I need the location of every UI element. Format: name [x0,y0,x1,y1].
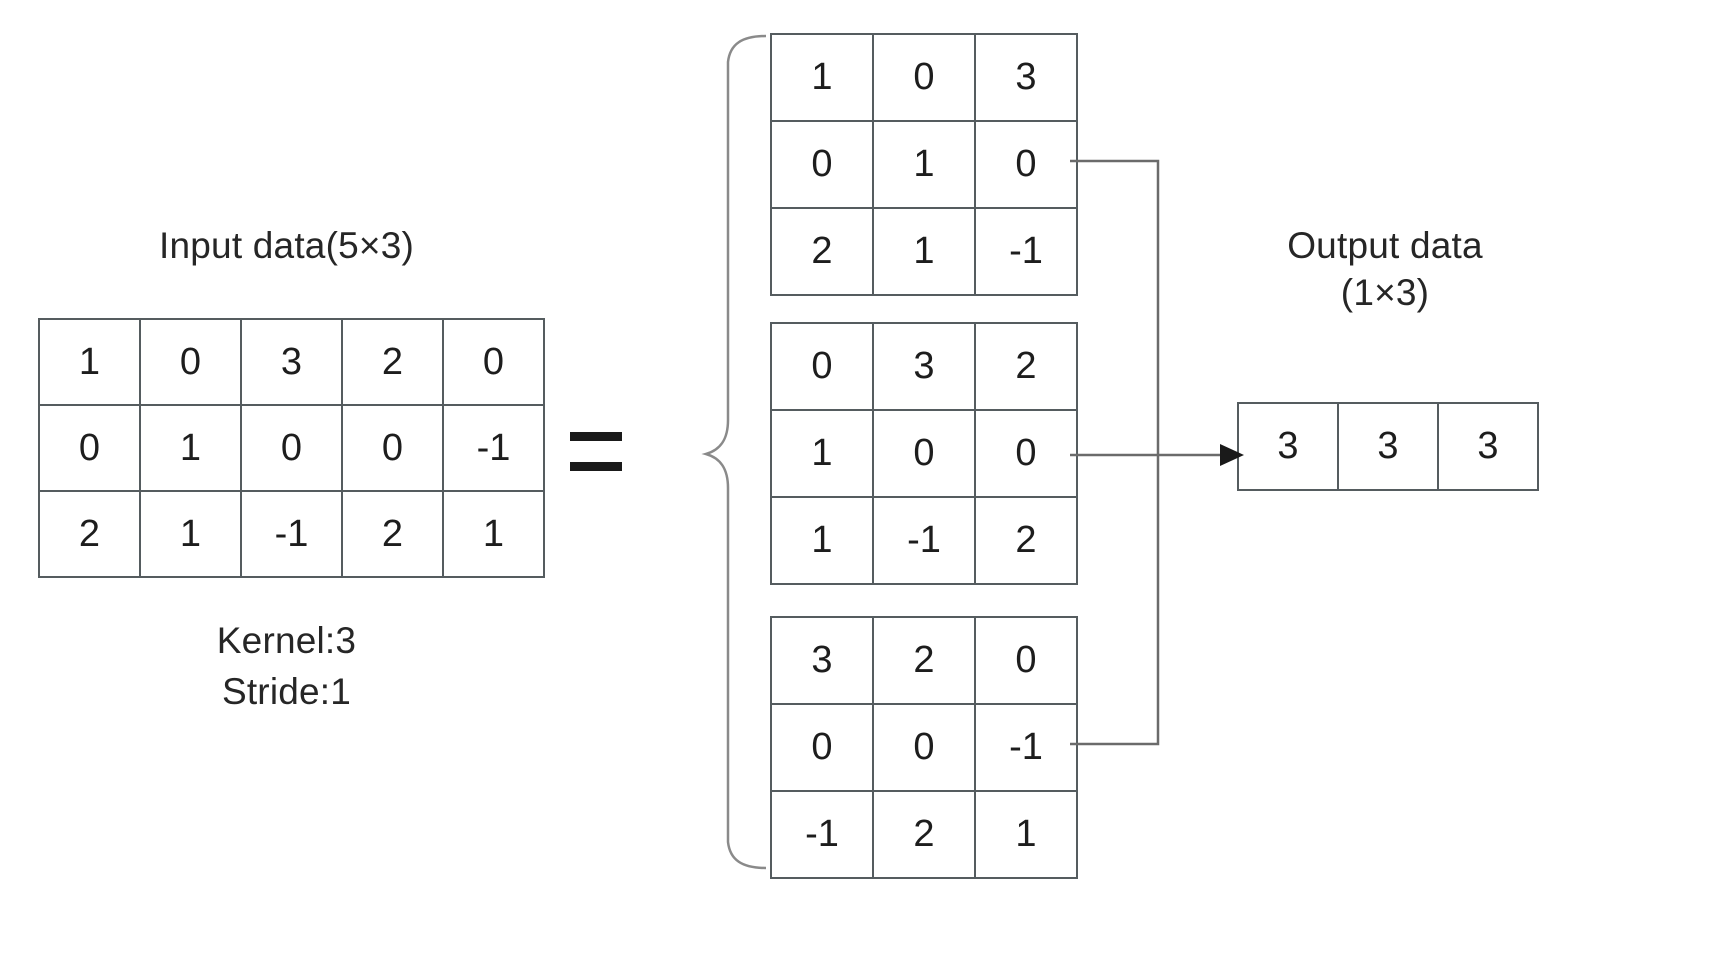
input-cell: 2 [341,490,444,578]
input-cell: 1 [38,318,141,406]
table-row: 1 0 0 [770,409,1078,498]
patch-cell: 2 [770,207,874,296]
table-row: 2 1 -1 2 1 [38,490,545,578]
table-row: 2 1 -1 [770,207,1078,296]
input-cell: -1 [240,490,343,578]
table-row: 0 1 0 0 -1 [38,404,545,492]
table-row: 0 0 -1 [770,703,1078,792]
input-cell: 0 [341,404,444,492]
patch-cell: 2 [872,616,976,705]
kernel-label: Kernel:3 [216,620,357,661]
input-cell: 1 [442,490,545,578]
table-row: 1 0 3 [770,33,1078,122]
table-row: 1 0 3 2 0 [38,318,545,406]
input-cell: 1 [139,404,242,492]
equals-sign [570,424,622,486]
input-cell: 0 [240,404,343,492]
patch-cell: -1 [974,207,1078,296]
patch-cell: 2 [974,496,1078,585]
patch-matrix-2: 0 3 2 1 0 0 1 -1 2 [770,322,1078,585]
patch-cell: 2 [974,322,1078,411]
patch-cell: 0 [872,703,976,792]
table-row: 3 3 3 [1237,402,1539,491]
patch-cell: 0 [974,120,1078,209]
table-row: 0 3 2 [770,322,1078,411]
equals-bar-bottom [570,462,622,471]
patch-cell: 1 [770,33,874,122]
patch-cell: -1 [974,703,1078,792]
input-cell: 0 [442,318,545,406]
output-cell: 3 [1437,402,1539,491]
patch-cell: -1 [872,496,976,585]
patch-cell: 3 [872,322,976,411]
patch-cell: 1 [770,496,874,585]
input-data-title: Input data(5×3) [159,225,414,266]
patch-cell: 0 [770,120,874,209]
patch-matrix-3: 3 2 0 0 0 -1 -1 2 1 [770,616,1078,879]
input-cell: 2 [341,318,444,406]
output-cell: 3 [1237,402,1339,491]
patch-cell: -1 [770,790,874,879]
patch-cell: 0 [770,322,874,411]
input-cell: 0 [38,404,141,492]
patch-cell: 1 [770,409,874,498]
patch-cell: 0 [872,33,976,122]
patch-cell: 3 [770,616,874,705]
connector-patch-1 [1070,159,1160,455]
output-data-matrix: 3 3 3 [1237,402,1539,491]
table-row: 1 -1 2 [770,496,1078,585]
patch-cell: 0 [974,616,1078,705]
patch-cell: 0 [872,409,976,498]
patch-matrix-1: 1 0 3 0 1 0 2 1 -1 [770,33,1078,296]
input-cell: 1 [139,490,242,578]
patch-cell: 2 [872,790,976,879]
table-row: 0 1 0 [770,120,1078,209]
input-cell: 0 [139,318,242,406]
equals-bar-top [570,432,622,441]
connector-patch-3 [1070,455,1160,746]
patch-cell: 3 [974,33,1078,122]
patch-cell: 1 [974,790,1078,879]
input-data-matrix: 1 0 3 2 0 0 1 0 0 -1 2 1 -1 2 1 [38,318,545,578]
patch-cell: 1 [872,120,976,209]
table-row: 3 2 0 [770,616,1078,705]
input-cell: 2 [38,490,141,578]
grouping-brace-icon [701,34,767,870]
stride-label: Stride:1 [221,671,352,712]
output-cell: 3 [1337,402,1439,491]
input-cell: 3 [240,318,343,406]
patch-cell: 1 [872,207,976,296]
table-row: -1 2 1 [770,790,1078,879]
output-data-title: Output data (1×3) [1287,225,1483,314]
input-cell: -1 [442,404,545,492]
patch-cell: 0 [974,409,1078,498]
patch-cell: 0 [770,703,874,792]
